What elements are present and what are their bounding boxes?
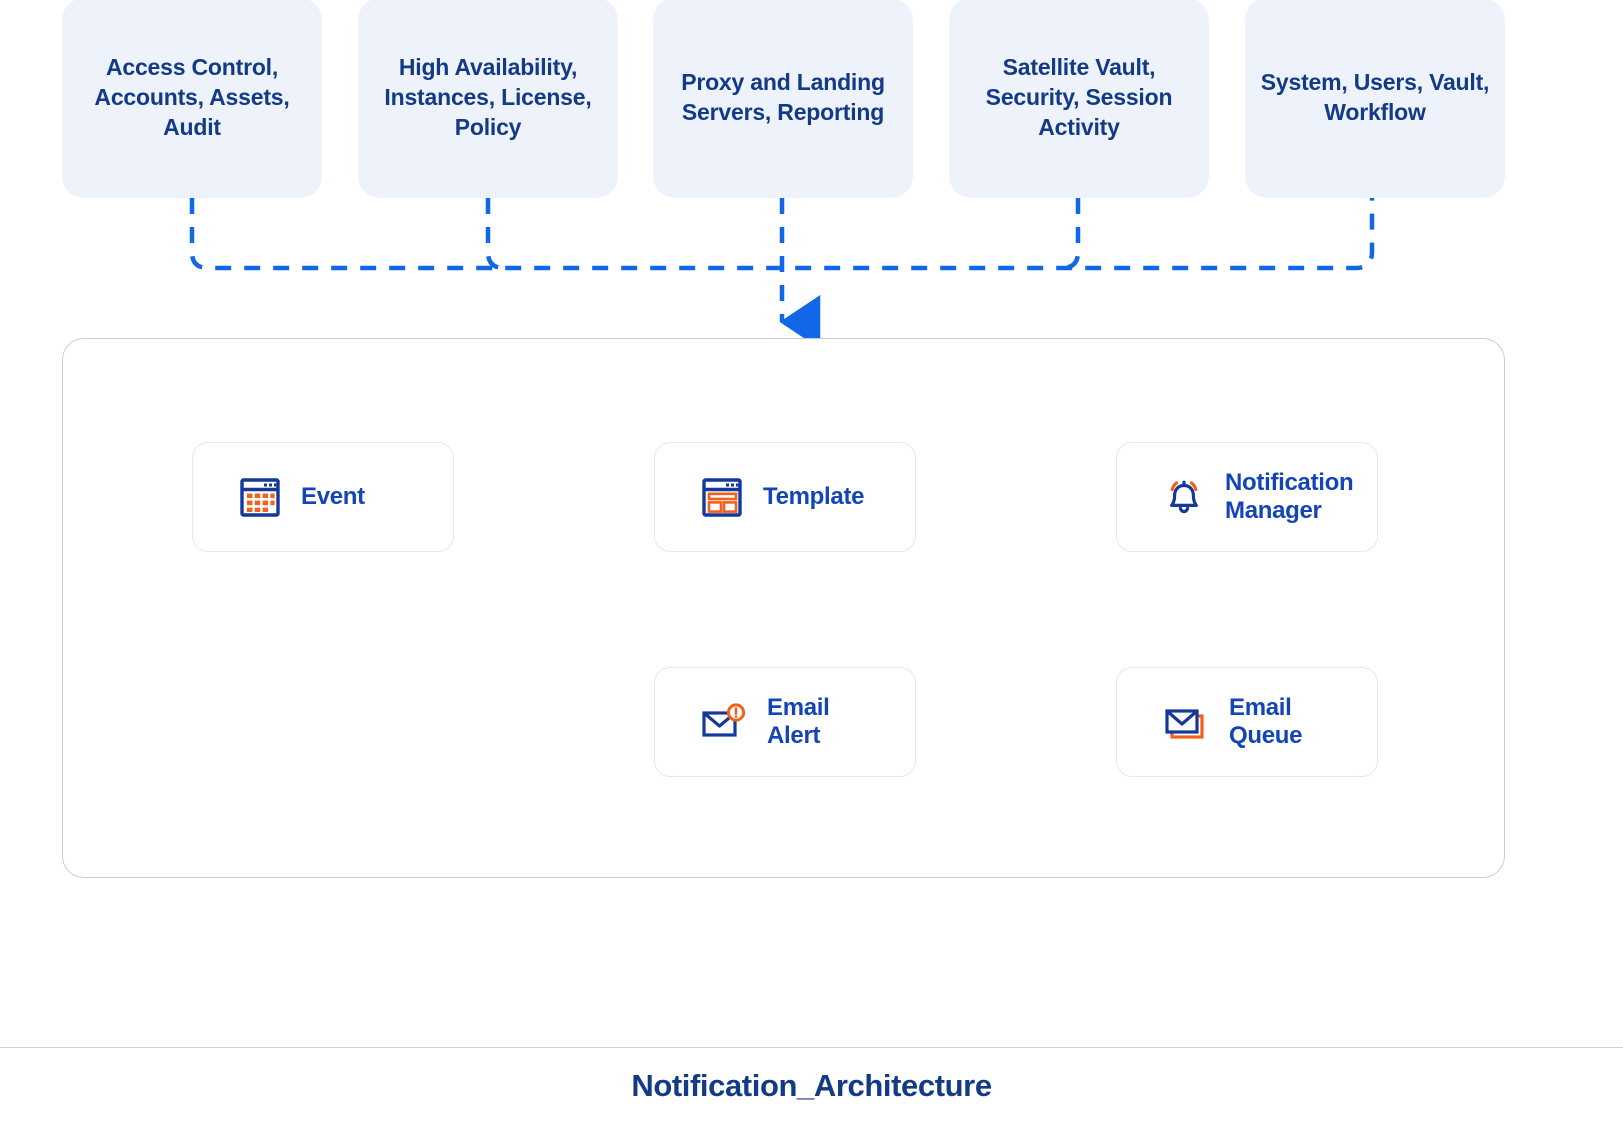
wire-high-availability-drop bbox=[485, 198, 505, 271]
node-label: Event bbox=[301, 482, 365, 510]
source-box-label: Satellite Vault, Security, Session Activ… bbox=[985, 54, 1173, 140]
source-box-label: Proxy and Landing Servers, Reporting bbox=[681, 69, 885, 125]
envelope-stack-icon bbox=[1161, 699, 1211, 745]
node-email-queue[interactable]: Email Queue bbox=[1116, 667, 1378, 777]
source-box-label: System, Users, Vault, Workflow bbox=[1260, 69, 1490, 125]
source-box-label: High Availability, Instances, License, P… bbox=[384, 54, 592, 140]
source-box-satellite-vault[interactable]: Satellite Vault, Security, Session Activ… bbox=[949, 0, 1209, 198]
node-event[interactable]: Event bbox=[192, 442, 454, 552]
footer-divider bbox=[0, 1047, 1623, 1048]
node-email-alert[interactable]: Email Alert bbox=[654, 667, 916, 777]
node-label: Template bbox=[763, 482, 865, 510]
wire-bus-outer bbox=[189, 198, 1375, 271]
wire-satellite-vault-drop bbox=[1061, 198, 1081, 271]
envelope-alert-icon bbox=[699, 699, 749, 745]
node-template[interactable]: Template bbox=[654, 442, 916, 552]
browser-template-icon bbox=[699, 474, 745, 520]
diagram-title: Notification_Architecture bbox=[631, 1068, 992, 1103]
source-box-label: Access Control, Accounts, Assets, Audit bbox=[94, 54, 290, 140]
node-label: Notification Manager bbox=[1225, 468, 1354, 524]
source-box-system-users[interactable]: System, Users, Vault, Workflow bbox=[1245, 0, 1505, 198]
bell-icon bbox=[1161, 474, 1207, 520]
source-box-access-control[interactable]: Access Control, Accounts, Assets, Audit bbox=[62, 0, 322, 198]
source-box-proxy-landing[interactable]: Proxy and Landing Servers, Reporting bbox=[653, 0, 913, 198]
notification-system-container bbox=[62, 338, 1505, 878]
node-notification-manager[interactable]: Notification Manager bbox=[1116, 442, 1378, 552]
node-label: Email Queue bbox=[1229, 693, 1303, 749]
source-box-high-availability[interactable]: High Availability, Instances, License, P… bbox=[358, 0, 618, 198]
calendar-grid-icon bbox=[237, 474, 283, 520]
node-label: Email Alert bbox=[767, 693, 830, 749]
